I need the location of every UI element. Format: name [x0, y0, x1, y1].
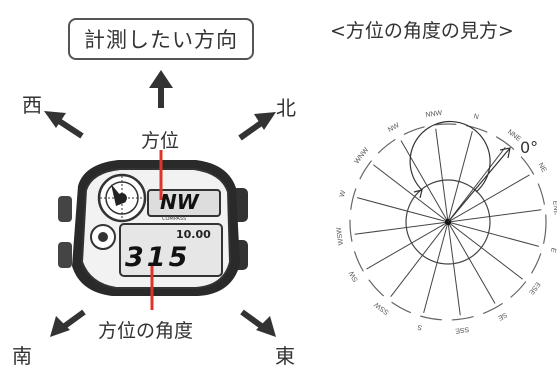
compass-point-label: SSE [454, 325, 469, 334]
watch-sub-label: COMPASS [162, 216, 187, 222]
compass-point-label: WNW [354, 146, 371, 165]
north-arrow-icon [499, 147, 511, 159]
target-direction-label: 計測したい方向 [84, 28, 238, 52]
compass-point-label: NE [536, 162, 547, 174]
bearing-label: 方位 [141, 130, 180, 152]
compass-point-label: ESE [527, 280, 541, 296]
compass-point-label: NW [387, 122, 401, 134]
watch-small-readout: 10.00 [176, 228, 211, 241]
compass-point-label: S [416, 323, 423, 331]
up-arrow-icon [149, 70, 173, 108]
compass-point-label: NNW [425, 110, 443, 119]
watch-angle-readout: 315 [125, 242, 191, 273]
northeast-arrow-icon [238, 112, 276, 141]
direction-west-label: 西 [22, 93, 42, 117]
angle-arc [409, 120, 491, 193]
direction-south-label: 南 [12, 344, 32, 368]
compass-point-label: SW [348, 269, 360, 283]
southeast-arrow-icon [240, 309, 276, 337]
angle-arrowhead-icon [413, 189, 423, 199]
zero-degree-label: 0° [520, 138, 539, 157]
compass-reading-title: <方位の角度の見方> [330, 20, 514, 42]
direction-east-label: 東 [275, 344, 295, 368]
compass-point-label: W [339, 189, 348, 198]
target-direction-box: 計測したい方向 [68, 18, 254, 60]
angle-label: 方位の角度 [98, 320, 194, 342]
compass-point-label: WSW [336, 226, 345, 245]
compass-point-label: SE [496, 311, 508, 322]
watch-illustration [58, 150, 248, 310]
compass-point-label: E [549, 247, 557, 254]
rose-outer-ring [349, 123, 547, 321]
north-reference-line [447, 147, 511, 223]
watch-bearing-readout: NW [160, 190, 199, 214]
compass-point-label: ENE [551, 200, 557, 216]
compass-point-label: SSW [373, 300, 390, 315]
northwest-arrow-icon [44, 111, 84, 139]
compass-point-label: N [473, 113, 480, 121]
direction-north-label: 北 [276, 96, 296, 120]
rose-inner-ring [405, 179, 491, 265]
southwest-arrow-icon [50, 309, 86, 337]
